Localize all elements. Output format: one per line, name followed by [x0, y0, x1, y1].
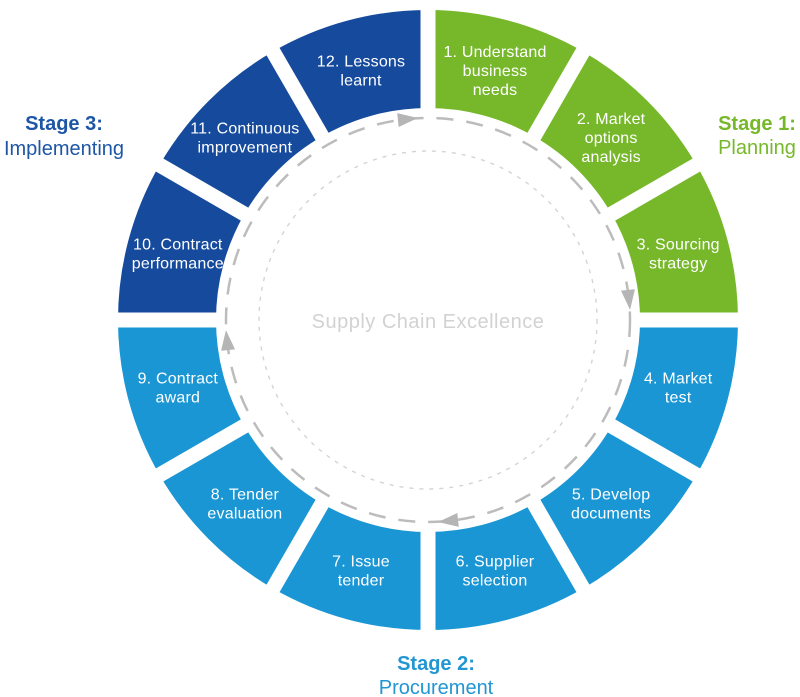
segment-gap — [147, 413, 259, 487]
stage2-label-name: Procurement — [379, 677, 494, 697]
segment-gap — [597, 153, 709, 227]
segment-gap — [521, 39, 595, 151]
segment-2 — [534, 51, 697, 214]
segment-gap — [261, 489, 335, 601]
segment-11 — [159, 51, 322, 214]
stage1-label-bold: Stage 1: — [718, 113, 796, 135]
flow-arrowhead — [221, 330, 236, 351]
flow-arrowhead — [397, 113, 418, 128]
center-label: Supply Chain Excellence — [312, 311, 545, 333]
segment-gap — [597, 413, 709, 487]
stage3-label-name: Implementing — [4, 138, 124, 160]
flow-dashed-circle — [224, 116, 632, 524]
flow-arrowhead — [438, 512, 459, 527]
inner-dotted-circle — [258, 150, 598, 490]
segment-gap — [261, 39, 335, 151]
segment-gap — [521, 489, 595, 601]
stage3-label-bold: Stage 3: — [25, 113, 103, 135]
segment-gap — [147, 153, 259, 227]
segment-5 — [534, 426, 697, 589]
flow-arrowhead — [620, 289, 635, 310]
segment-8 — [159, 426, 322, 589]
arrows-layer — [221, 113, 635, 527]
stage2-label-bold: Stage 2: — [397, 653, 475, 675]
stage1-label-name: Planning — [718, 137, 796, 159]
